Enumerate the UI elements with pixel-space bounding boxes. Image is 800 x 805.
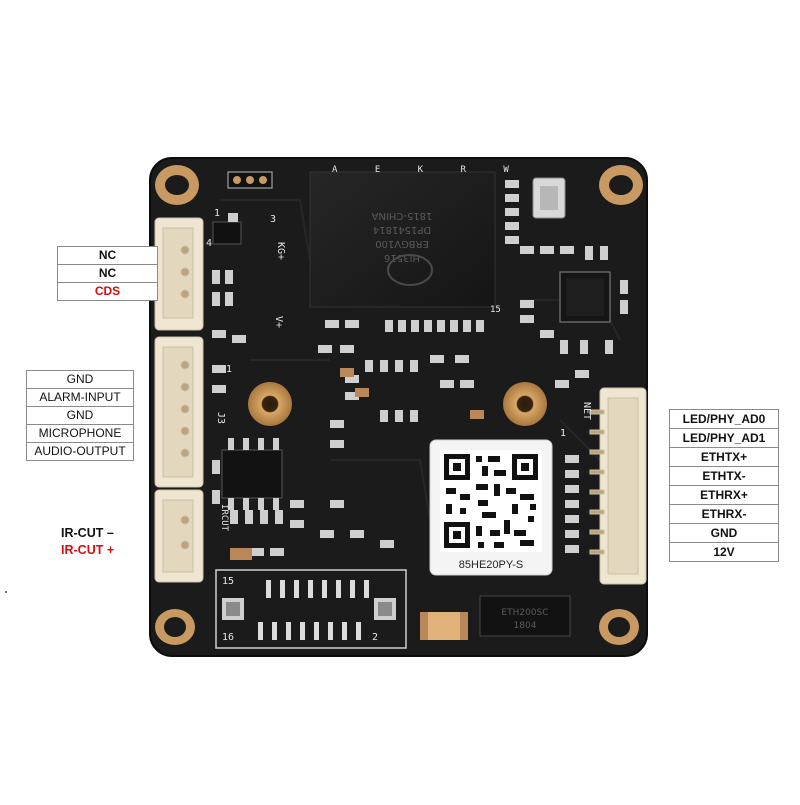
pin-label-row: AUDIO-OUTPUT <box>26 442 134 461</box>
ircut-plus-label: IR-CUT + <box>61 543 115 557</box>
right-pin-table: LED/PHY_AD0 LED/PHY_AD1 ETHTX+ ETHTX- ET… <box>669 409 779 562</box>
pin-label: GND <box>26 406 134 425</box>
pin-label: GND <box>669 523 779 543</box>
pin-label-row: GND <box>669 523 779 543</box>
pin-label: NC <box>57 264 158 283</box>
pin-label: ETHTX- <box>669 466 779 486</box>
mount-holes <box>155 165 643 645</box>
connector-right <box>589 387 647 585</box>
pin-label-row: ALARM-INPUT <box>26 388 134 407</box>
pin-label-row: GND <box>26 370 134 389</box>
connector-bottom-left <box>154 489 204 583</box>
bottom-chip-code: 1804 <box>514 621 537 631</box>
qr-label-text: 85HE20PY-S <box>459 559 523 571</box>
pin-label: GND <box>26 370 134 389</box>
pin-label: ALARM-INPUT <box>26 388 134 407</box>
pin-label: ETHRX+ <box>669 485 779 505</box>
pin-label-row: LED/PHY_AD1 <box>669 428 779 448</box>
pin-label-row: NC <box>57 264 158 283</box>
main-chip-line1: HI3516 <box>384 252 420 263</box>
pin-label-row: CDS <box>57 282 158 301</box>
pin-label: ETHRX- <box>669 504 779 524</box>
main-chip-line3: DP1541814 <box>373 224 431 235</box>
pin-label-row: ETHTX+ <box>669 447 779 467</box>
qr-code <box>444 454 538 548</box>
pin-label: AUDIO-OUTPUT <box>26 442 134 461</box>
chip-logo <box>387 254 433 286</box>
audio-amp-chip <box>221 449 283 499</box>
connector-top-left <box>154 217 204 331</box>
pin-label-row: NC <box>57 246 158 265</box>
pin-label-row: LED/PHY_AD0 <box>669 409 779 429</box>
lens-hole-right <box>503 382 547 426</box>
bottom-chip-label: ETH200SC <box>501 608 548 618</box>
silk-net: NET <box>581 402 592 420</box>
silk-3: 3 <box>270 214 276 225</box>
silk-ircut: IRCUT <box>219 504 229 532</box>
pin-label-row: GND <box>26 406 134 425</box>
pin-label-row: ETHRX+ <box>669 485 779 505</box>
main-chip-line2: ERBGV100 <box>375 238 429 249</box>
silk-1-mid: 1 <box>226 364 232 375</box>
qr-sticker: 85HE20PY-S <box>429 439 553 576</box>
silk-1-net: 1 <box>560 428 566 439</box>
pin-label: 12V <box>669 542 779 562</box>
connector-mid-left <box>154 336 204 488</box>
pin-label-row: MICROPHONE <box>26 424 134 443</box>
capacitors <box>230 368 484 560</box>
fpc-connector-footprint <box>215 569 407 649</box>
silk-1-top-left: 1 <box>214 208 220 219</box>
pin-label: NC <box>57 246 158 265</box>
left-mid-pin-table: GND ALARM-INPUT GND MICROPHONE AUDIO-OUT… <box>26 370 134 461</box>
top-silk-letters: A E K R W <box>332 165 525 175</box>
silk-15: 15 <box>222 576 234 587</box>
silk-j3: J3 <box>215 412 226 424</box>
silk-2: 2 <box>372 632 378 643</box>
silk-15-chip: 15 <box>490 305 501 315</box>
main-chip-line4: 1815-CHINA <box>371 210 432 221</box>
bottom-eth-chip <box>479 595 571 637</box>
silk-4: 4 <box>206 238 212 249</box>
silk-v-plus: V+ <box>273 316 284 328</box>
pin-label: LED/PHY_AD0 <box>669 409 779 429</box>
silk-16: 16 <box>222 632 234 643</box>
lens-hole-left <box>248 382 292 426</box>
pin-label-row: ETHRX- <box>669 504 779 524</box>
left-top-pin-table: NC NC CDS <box>57 246 158 301</box>
main-chip-text: HI3516 ERBGV100 DP1541814 1815-CHINA <box>371 210 432 263</box>
pin-label: ETHTX+ <box>669 447 779 467</box>
smd-components <box>212 180 628 556</box>
pin-label: MICROPHONE <box>26 424 134 443</box>
silk-kg-plus: KG+ <box>275 242 286 260</box>
ircut-minus-label: IR-CUT – <box>61 526 114 540</box>
pin-label-row: ETHTX- <box>669 466 779 486</box>
pin-label-row: 12V <box>669 542 779 562</box>
pin-label: LED/PHY_AD1 <box>669 428 779 448</box>
pin-label-cds: CDS <box>57 282 158 301</box>
